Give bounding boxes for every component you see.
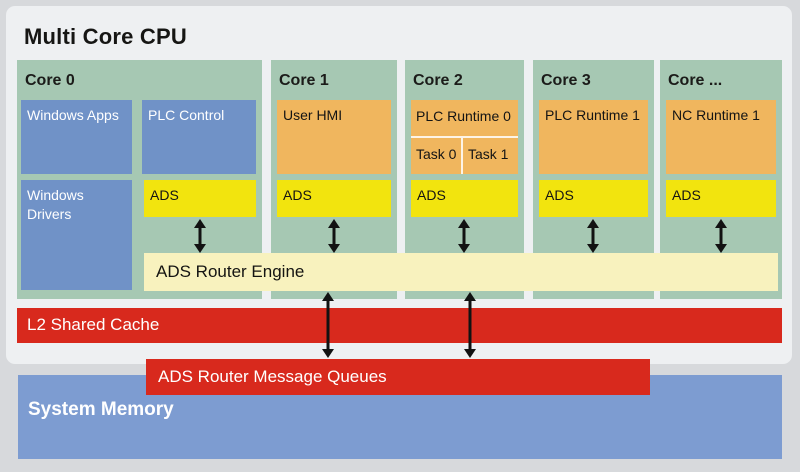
ads-router-engine-strip: ADS Router Engine <box>144 253 778 291</box>
arrow-up-icon <box>458 219 470 228</box>
windows-drivers-box: Windows Drivers <box>21 180 132 290</box>
diagram-title: Multi Core CPU <box>24 24 187 49</box>
arrow-up-icon <box>715 219 727 228</box>
ads-box-core-0: ADS <box>144 180 256 217</box>
engine-queue-arrow-right <box>462 292 478 358</box>
arrow-down-icon <box>464 349 476 358</box>
core-ellipsis-header: Core ... <box>668 72 723 89</box>
arrow-up-icon <box>328 219 340 228</box>
ads-box-core-1: ADS <box>277 180 391 217</box>
ads-box-core-4: ADS <box>666 180 776 217</box>
ads-router-arrow-core-2 <box>456 219 472 253</box>
ads-router-arrow-core-ellipsis <box>713 219 729 253</box>
core-2-header: Core 2 <box>413 72 463 89</box>
core-1-header: Core 1 <box>279 72 329 89</box>
arrow-down-icon <box>194 244 206 253</box>
arrow-down-icon <box>715 244 727 253</box>
ads-router-arrow-core-1 <box>326 219 342 253</box>
arrow-down-icon <box>587 244 599 253</box>
plc-runtime-1-box: PLC Runtime 1 <box>539 100 648 174</box>
engine-queue-arrow-left <box>320 292 336 358</box>
plc-runtime-0-box: PLC Runtime 0 Task 0 Task 1 <box>411 100 518 174</box>
ads-router-message-queues-box: ADS Router Message Queues <box>146 359 650 395</box>
task-0-box: Task 0 <box>416 146 457 162</box>
core-0-header: Core 0 <box>25 72 75 89</box>
task-column-divider <box>461 138 463 174</box>
core-3-header: Core 3 <box>541 72 591 89</box>
arrow-up-icon <box>194 219 206 228</box>
ads-box-core-2: ADS <box>411 180 518 217</box>
arrow-up-icon <box>464 292 476 301</box>
arrow-up-icon <box>322 292 334 301</box>
ads-router-arrow-core-3 <box>585 219 601 253</box>
user-hmi-box: User HMI <box>277 100 391 174</box>
arrow-down-icon <box>458 244 470 253</box>
windows-apps-box: Windows Apps <box>21 100 132 174</box>
nc-runtime-1-box: NC Runtime 1 <box>666 100 776 174</box>
arrow-down-icon <box>322 349 334 358</box>
plc-control-box: PLC Control <box>142 100 256 174</box>
l2-shared-cache-strip: L2 Shared Cache <box>17 308 782 343</box>
task-1-box: Task 1 <box>468 146 509 162</box>
plc-runtime-0-label: PLC Runtime 0 <box>416 108 511 124</box>
ads-router-arrow-core-0 <box>192 219 208 253</box>
task-row-divider <box>411 136 518 138</box>
arrow-up-icon <box>587 219 599 228</box>
ads-box-core-3: ADS <box>539 180 648 217</box>
arrow-down-icon <box>328 244 340 253</box>
